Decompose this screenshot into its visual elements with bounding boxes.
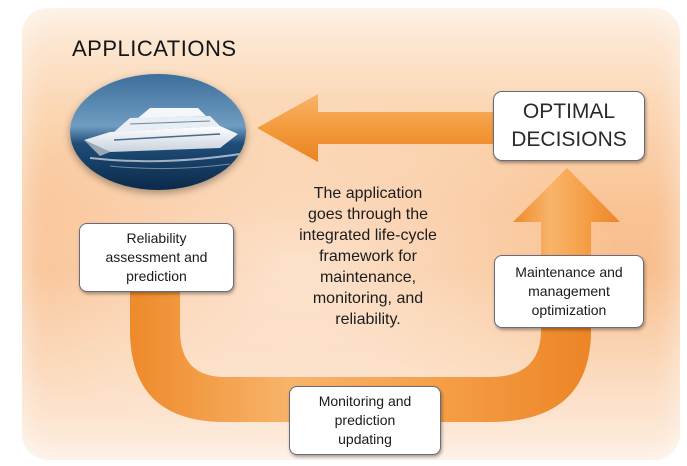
- monitoring-updating-box: Monitoring and prediction updating: [289, 386, 441, 455]
- optimal-decisions-box: OPTIMAL DECISIONS: [493, 91, 645, 161]
- center-description: The application goes through the integra…: [299, 185, 437, 328]
- left-arrow: [257, 94, 493, 162]
- maintenance-optimization-box: Maintenance and management optimization: [494, 255, 644, 328]
- cruise-ship-photo: [70, 74, 246, 190]
- page-title: APPLICATIONS: [72, 36, 237, 61]
- up-arrow: [513, 168, 620, 256]
- reliability-assessment-box: Reliability assessment and prediction: [79, 223, 234, 292]
